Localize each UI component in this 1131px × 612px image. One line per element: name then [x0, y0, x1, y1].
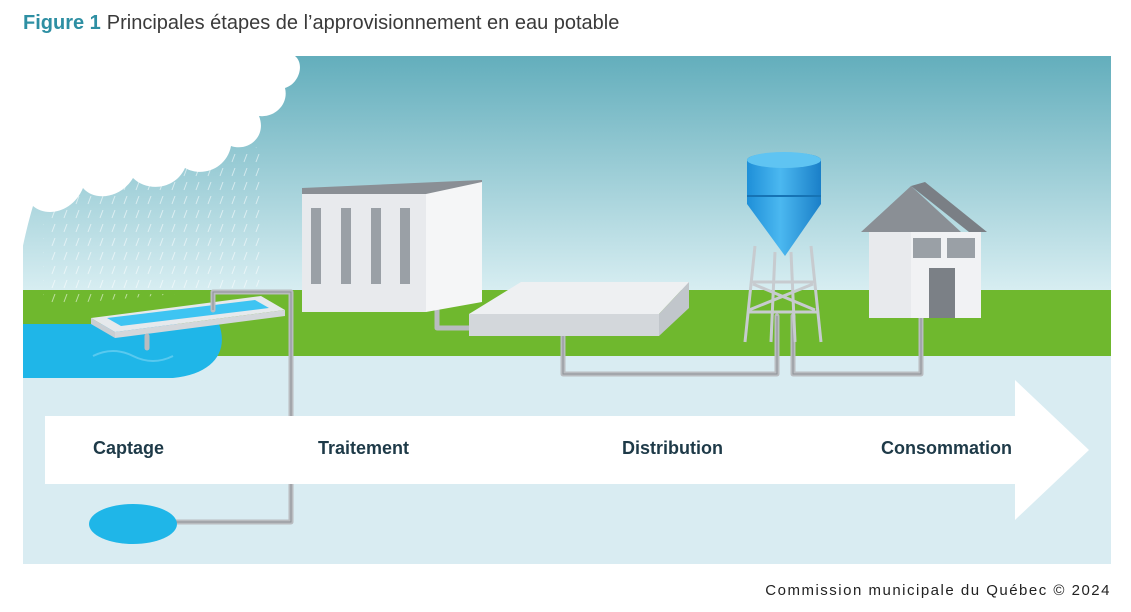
water-tower-icon	[743, 152, 823, 343]
treatment-plant-icon	[302, 180, 482, 312]
stage-label-distribution: Distribution	[622, 438, 723, 458]
figure-title-text: Principales étapes de l’approvisionnemen…	[106, 12, 620, 34]
copyright-credit: Commission municipale du Québec © 2024	[765, 582, 1111, 599]
stage-label-traitement: Traitement	[318, 438, 410, 458]
pipe-outline	[173, 291, 922, 523]
water-supply-diagram: Captage Traitement Distribution Consomma…	[23, 56, 1111, 564]
figure-label: Figure 1	[23, 12, 101, 34]
reservoir-icon	[469, 282, 689, 336]
flow-arrow	[45, 380, 1089, 520]
groundwater-well-icon	[89, 504, 177, 544]
lake	[23, 324, 222, 378]
stage-label-captage: Captage	[93, 438, 165, 458]
rain-cloud-icon	[23, 56, 300, 306]
water-intake-basin-icon	[91, 296, 285, 338]
stage-label-consommation: Consommation	[881, 438, 1013, 458]
house-icon	[861, 182, 987, 318]
diagram-illustration	[23, 56, 1111, 564]
